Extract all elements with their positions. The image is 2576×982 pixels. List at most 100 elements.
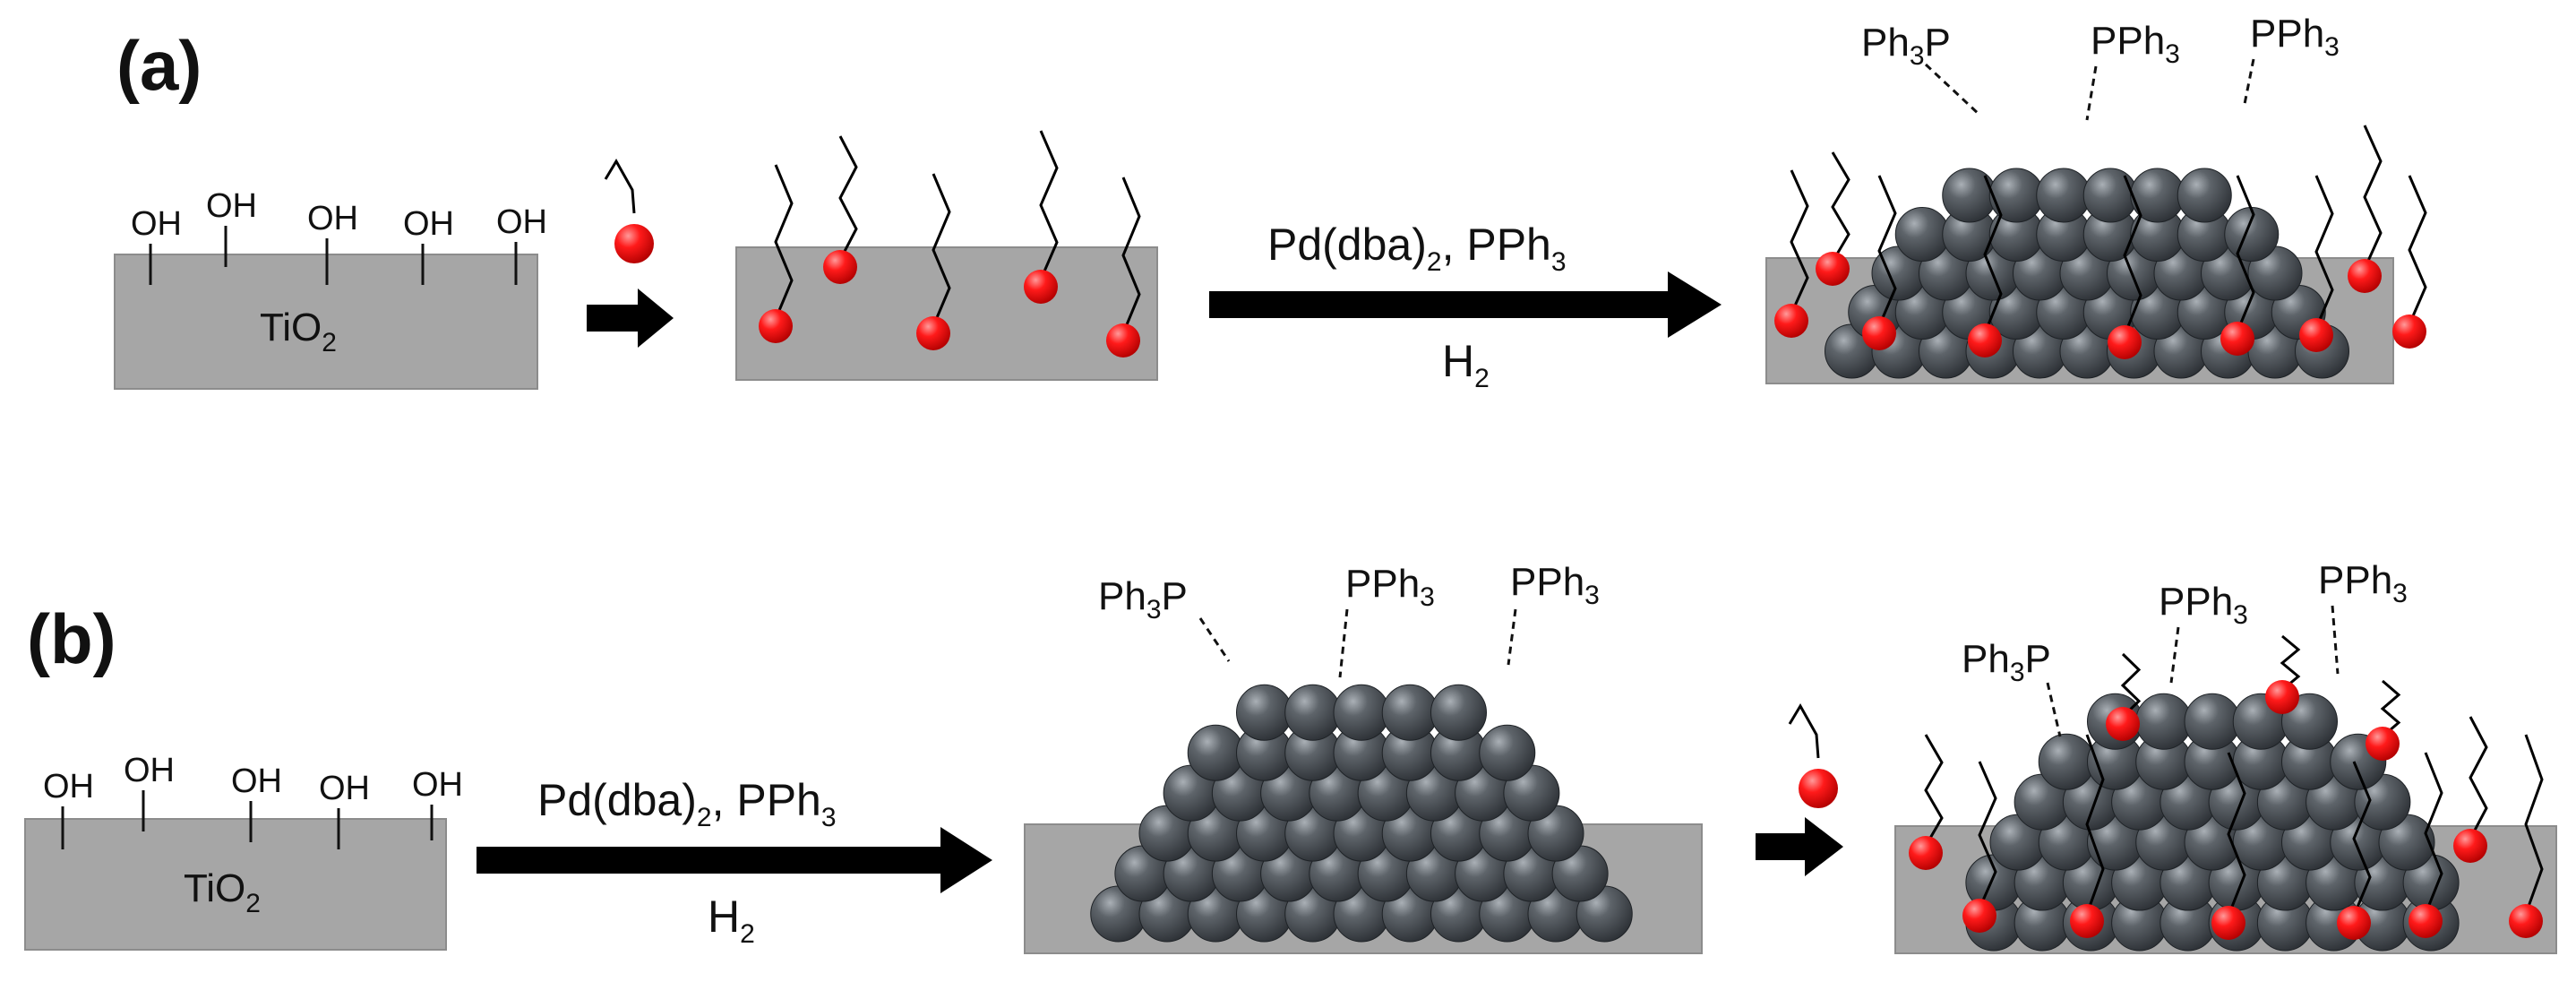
headgroup-sphere: [1106, 323, 1140, 357]
pd-atom: [2177, 168, 2232, 223]
ligand-leader: [1507, 608, 1517, 666]
oh-label: OH: [231, 762, 282, 800]
headgroup-sphere: [1816, 252, 1850, 286]
silane-molecule-icon: [604, 159, 654, 263]
oh-label: OH: [206, 187, 257, 225]
pd-atom: [2130, 168, 2185, 223]
headgroup-sphere: [2366, 727, 2400, 761]
headgroup-sphere: [2299, 318, 2333, 352]
ligand-label: PPh3: [1510, 560, 1600, 610]
reagent-h2-label-a: H2: [1442, 336, 1490, 393]
alkyl-chain: [1978, 761, 1997, 909]
alkyl-chain: [2123, 175, 2142, 336]
headgroup-sphere: [2211, 906, 2245, 940]
pd-atom: [2224, 207, 2280, 262]
pd-atom: [2038, 733, 2095, 790]
alkyl-chain: [2469, 716, 2488, 840]
tio2-label-b: TiO2: [184, 866, 261, 918]
oh-label: OH: [319, 770, 370, 807]
headgroup-sphere: [1799, 769, 1838, 808]
alkyl-chain: [2085, 734, 2105, 915]
headgroup-sphere: [1962, 899, 1996, 933]
reagent-h2-label-b: H2: [708, 892, 755, 949]
headgroup-sphere: [823, 250, 857, 284]
ligand-label: Ph3P: [1861, 21, 1951, 71]
alkyl-chain: [2380, 679, 2401, 738]
ligand-leader: [1924, 63, 1981, 116]
headgroup-sphere: [614, 224, 654, 263]
pd-atom: [1381, 684, 1438, 741]
ligand-label: PPh3: [2250, 12, 2340, 62]
headgroup-sphere: [1909, 836, 1943, 870]
pd-atom: [1236, 684, 1292, 741]
alkyl-chain: [1121, 177, 1141, 334]
functionalized-support-a: [735, 246, 1158, 381]
alkyl-chain: [2424, 752, 2443, 915]
headgroup-sphere: [2220, 322, 2254, 356]
pd-atom: [1942, 168, 1997, 223]
oh-label: OH: [496, 203, 547, 241]
alkyl-chain: [1924, 734, 1944, 847]
alkyl-chain: [604, 159, 636, 214]
alkyl-chain: [1877, 175, 1897, 327]
alkyl-chain: [2227, 752, 2246, 917]
headgroup-sphere: [1862, 316, 1896, 350]
alkyl-chain: [774, 164, 794, 320]
oh-label: OH: [412, 766, 463, 804]
reaction-arrow-icon: [587, 289, 674, 348]
pd-atom: [1894, 207, 1950, 262]
pd-nanoparticle-icon: [1090, 684, 1633, 943]
headgroup-sphere: [2108, 325, 2142, 359]
ligand-leader: [2331, 605, 2340, 675]
headgroup-sphere: [2070, 904, 2104, 938]
silane-molecule-icon: [1788, 703, 1838, 808]
pd-atom: [2082, 168, 2138, 223]
alkyl-chain: [2363, 125, 2383, 270]
alkyl-chain: [2524, 734, 2544, 915]
headgroup-sphere: [1774, 304, 1808, 338]
headgroup-sphere: [2348, 259, 2382, 293]
pd-atom: [1430, 684, 1487, 741]
alkyl-chain: [1831, 151, 1850, 263]
reagent-label-a: Pd(dba)2, PPh3: [1267, 220, 1567, 277]
reaction-arrow-icon: [1756, 817, 1843, 876]
ligand-labels-a: Ph3P PPh3 PPh3: [1861, 12, 2340, 121]
alkyl-chain: [2120, 652, 2142, 719]
oh-label: OH: [403, 205, 454, 243]
alkyl-chain: [2408, 175, 2427, 325]
headgroup-sphere: [759, 309, 793, 343]
headgroup-sphere: [2337, 906, 2371, 940]
ligand-leader: [2046, 682, 2062, 737]
reaction-arrow-icon: [477, 827, 992, 893]
pd-atom: [2036, 168, 2091, 223]
ligand-label: PPh3: [2159, 580, 2248, 630]
silane-layer-b-final: [1909, 634, 2544, 940]
pd-atom: [1187, 724, 1244, 781]
panel-a-label: (a): [116, 26, 202, 105]
tio2-label-a: TiO2: [260, 306, 337, 357]
headgroup-sphere: [1024, 270, 1058, 304]
headgroup-sphere: [2409, 904, 2443, 938]
headgroup-sphere: [2453, 829, 2487, 863]
ligand-label: PPh3: [2091, 19, 2180, 69]
headgroup-sphere: [2106, 707, 2140, 741]
ligand-leader: [2169, 626, 2180, 684]
alkyl-chain: [932, 173, 951, 327]
pd-atom: [1479, 724, 1536, 781]
ligand-label: Ph3P: [1098, 574, 1188, 625]
oh-label: OH: [307, 200, 358, 237]
reagent-label-b: Pd(dba)2, PPh3: [537, 775, 837, 832]
pd-atom: [2281, 693, 2338, 750]
silane-layer-a-final: [1774, 125, 2427, 359]
reaction-arrow-icon: [1209, 271, 1722, 338]
tio2-support-b: [24, 818, 447, 951]
alkyl-chain: [2352, 761, 2372, 917]
oh-label: OH: [124, 752, 175, 789]
